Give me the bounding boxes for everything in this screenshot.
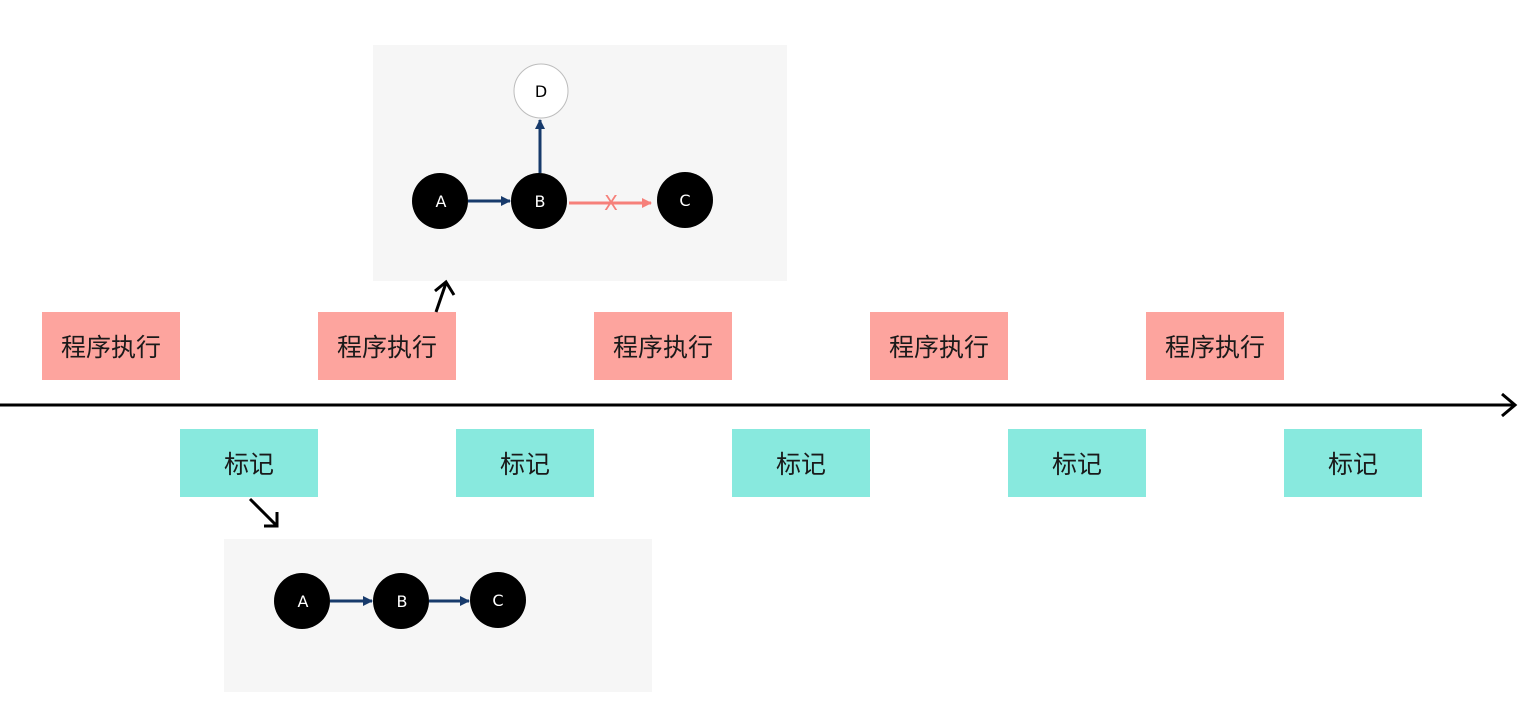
mark-box-label: 标记 bbox=[1051, 450, 1102, 479]
node-a-label: A bbox=[298, 592, 309, 611]
node-a: A bbox=[274, 573, 330, 629]
mark-box-label: 标记 bbox=[223, 450, 274, 479]
exec-box-label: 程序执行 bbox=[888, 333, 989, 362]
mark-box: 标记 bbox=[732, 429, 870, 497]
pointer-arrow-up bbox=[434, 279, 456, 313]
mark-box: 标记 bbox=[456, 429, 594, 497]
node-a: A bbox=[412, 173, 468, 229]
mark-box: 标记 bbox=[180, 429, 318, 497]
exec-box: 程序执行 bbox=[870, 312, 1008, 380]
mark-box: 标记 bbox=[1284, 429, 1422, 497]
exec-box: 程序执行 bbox=[318, 312, 456, 380]
exec-box: 程序执行 bbox=[42, 312, 180, 380]
time-axis bbox=[0, 392, 1518, 418]
node-c: C bbox=[470, 572, 526, 628]
mark-box-label: 标记 bbox=[1327, 450, 1378, 479]
exec-box-label: 程序执行 bbox=[60, 333, 161, 362]
time-axis-arrowhead bbox=[1501, 392, 1518, 418]
exec-box-label: 程序执行 bbox=[612, 333, 713, 362]
exec-box-label: 程序执行 bbox=[336, 333, 437, 362]
exec-box: 程序执行 bbox=[594, 312, 732, 380]
node-b: B bbox=[373, 573, 429, 629]
top-graph-panel bbox=[373, 45, 787, 281]
mark-box: 标记 bbox=[1008, 429, 1146, 497]
node-c: C bbox=[657, 172, 713, 228]
broken-edge-mark: X bbox=[604, 191, 618, 215]
mark-box-label: 标记 bbox=[499, 450, 550, 479]
node-c-label: C bbox=[679, 191, 690, 210]
exec-box: 程序执行 bbox=[1146, 312, 1284, 380]
node-d: D bbox=[513, 63, 569, 119]
pointer-arrow-down bbox=[248, 497, 279, 528]
node-d-label: D bbox=[535, 82, 547, 101]
node-b-label: B bbox=[397, 592, 408, 611]
mark-box-label: 标记 bbox=[775, 450, 826, 479]
node-c-label: C bbox=[492, 591, 503, 610]
exec-box-label: 程序执行 bbox=[1164, 333, 1265, 362]
node-a-label: A bbox=[436, 192, 447, 211]
node-b: B bbox=[511, 173, 567, 229]
node-b-label: B bbox=[535, 192, 546, 211]
